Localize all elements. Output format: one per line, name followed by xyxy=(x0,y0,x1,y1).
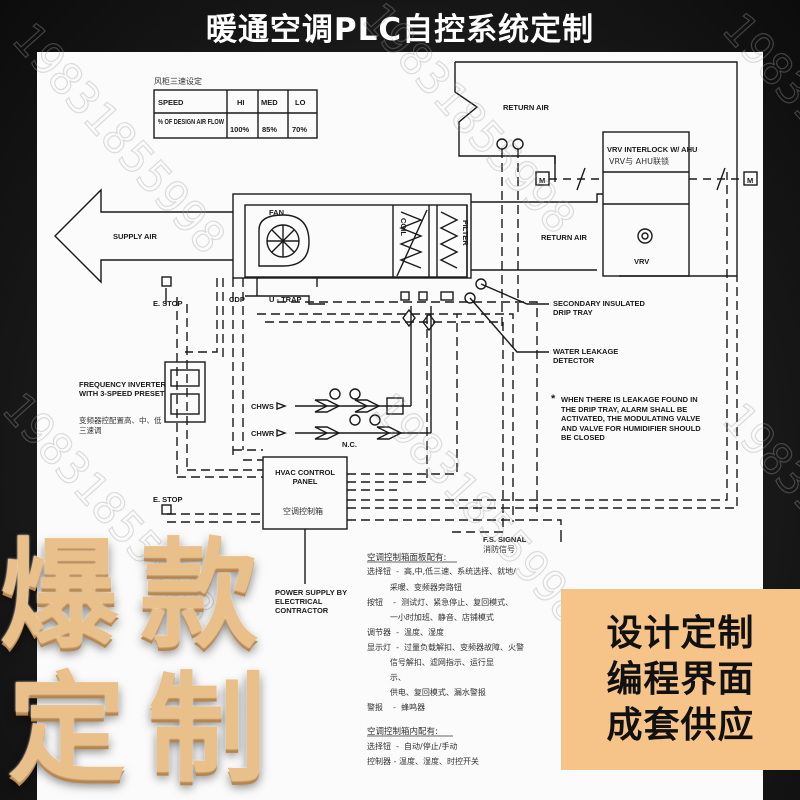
promo-box: 设计定制 编程界面 成套供应 xyxy=(561,589,800,770)
panel-inner-title: 空调控制箱内配有: xyxy=(367,726,438,737)
u-trap-label: U - TRAP xyxy=(269,295,302,304)
frequency-inverter xyxy=(164,361,206,423)
damper-label: M xyxy=(539,176,545,185)
leak-note: WHEN THERE IS LEAKAGE FOUND IN THE DRIP … xyxy=(561,395,701,442)
speed-lo-cell: LO xyxy=(295,98,306,107)
supply-air-arrow xyxy=(54,188,233,284)
panel-face-line: 显示灯 - 过量负载解扣、变频器故障、火警 xyxy=(367,642,524,652)
promo-line: 设计定制 xyxy=(606,612,755,654)
panel-face-line: 信号解扣、滤网指示、运行显 xyxy=(367,657,494,667)
panel-face-line: 按钮 - 测试灯、紧急停止、复回模式、 xyxy=(367,597,513,607)
big-char: 爆 xyxy=(0,526,119,664)
e-stop-label: E. STOP xyxy=(153,299,182,308)
panel-inner-line: 选择钮 - 自动/停止/手动 xyxy=(367,741,457,751)
chws-label: CHWS xyxy=(251,402,274,411)
big-char: 定 xyxy=(8,660,127,798)
fan-icon xyxy=(258,214,310,267)
leak-note-mark: * xyxy=(551,393,556,405)
fs-signal-label: F.S. SIGNAL xyxy=(483,535,527,544)
vrv-unit xyxy=(602,131,690,277)
leader-lines xyxy=(469,283,549,353)
speed-med-cell: MED xyxy=(261,98,278,107)
panel-face-line: 示、 xyxy=(367,673,406,682)
ahu-unit xyxy=(232,193,603,279)
panel-face-line: 选择钮 - 高,中,低三速、系统选择、就地/ xyxy=(367,566,516,576)
filter-label: FILTER xyxy=(461,220,470,246)
drain-piping xyxy=(245,278,325,305)
panel-face-line: 警报 - 蜂鸣器 xyxy=(367,702,425,712)
nc-label: N.C. xyxy=(342,440,357,449)
panel-face-line: 调节器 - 温度、湿度 xyxy=(367,627,444,637)
return-air-duct xyxy=(454,61,738,277)
airflow-hi-cell: 100% xyxy=(230,125,250,134)
chwr-label: CHWR xyxy=(251,429,275,438)
panel-face-line: 采暖、变频器旁路钮 xyxy=(367,582,462,592)
speed-table xyxy=(153,89,318,139)
e-stop-2 xyxy=(161,504,172,515)
water-leak-label: WATER LEAKAGE DETECTOR xyxy=(553,347,618,365)
return-air-label-right: RETURN AIR xyxy=(541,233,588,242)
airflow-lo-cell: 70% xyxy=(292,125,307,134)
inverter-label: FREQUENCY INVERTER WITH 3-SPEED PRESET xyxy=(79,380,166,398)
panel-face-title: 空调控制箱面板配有: xyxy=(367,552,446,563)
e-stop-1 xyxy=(161,276,172,304)
e-stop-label-2: E. STOP xyxy=(153,495,182,504)
fs-signal-zh: 消防信号 xyxy=(483,544,515,554)
control-panel-label: HVAC CONTROL PANEL xyxy=(275,468,335,486)
speed-header-cell: SPEED xyxy=(158,98,184,107)
power-supply-label: POWER SUPPLY BY ELECTRICAL CONTRACTOR xyxy=(275,588,347,615)
damper-actuators xyxy=(535,167,758,191)
schematic-sheet: 风柜三速设定 SPEED HI MED LO % OF DESIGN AIR F… xyxy=(37,52,763,800)
speed-hi-cell: HI xyxy=(237,98,245,107)
panel-face-line: 一小时加班、静音、店铺模式 xyxy=(367,612,494,622)
airflow-row-label: % OF DESIGN AIR FLOW xyxy=(158,117,225,126)
damper-label: M xyxy=(747,176,753,185)
return-air-sensors xyxy=(464,138,524,327)
control-panel-box xyxy=(262,456,348,584)
supply-air-label: SUPPLY AIR xyxy=(113,232,157,241)
coil-icon xyxy=(396,209,428,277)
control-wiring xyxy=(167,172,738,533)
vrv-label: VRV xyxy=(634,257,649,266)
filter-icon xyxy=(439,211,459,269)
promo-big-text: 爆 款 定 制 xyxy=(0,532,330,800)
big-char: 款 xyxy=(140,526,259,664)
coil-label: COIL xyxy=(399,218,408,236)
promo-line: 编程界面 xyxy=(606,658,755,700)
promo-line: 成套供应 xyxy=(606,704,755,746)
secondary-tray-label: SECONDARY INSULATED DRIP TRAY xyxy=(553,299,645,317)
inverter-zh-label: 变频器控配置高、中、低三速调 xyxy=(79,416,162,435)
panel-face-line: 供电、复回模式、漏水警报 xyxy=(367,687,486,697)
hvac-schematic: 风柜三速设定 SPEED HI MED LO % OF DESIGN AIR F… xyxy=(54,61,758,766)
page-title: 暖通空调PLC自控系统定制 xyxy=(205,11,595,48)
big-char: 制 xyxy=(148,660,267,798)
cdp-label: CDP xyxy=(229,295,245,304)
fan-label: FAN xyxy=(269,208,284,217)
speed-table-caption: 风柜三速设定 xyxy=(154,76,202,86)
airflow-med-cell: 85% xyxy=(262,125,277,134)
panel-inner-line: 控制器 - 温度、湿度、时控开关 xyxy=(367,756,479,766)
return-air-label: RETURN AIR xyxy=(503,103,550,112)
chilled-water-piping xyxy=(276,291,454,440)
vrv-interlock-label: VRV INTERLOCK W/ AHU xyxy=(607,145,697,154)
vrv-interlock-zh: VRV与 AHU联锁 xyxy=(609,156,669,166)
control-panel-zh: 空调控制箱 xyxy=(283,506,323,516)
